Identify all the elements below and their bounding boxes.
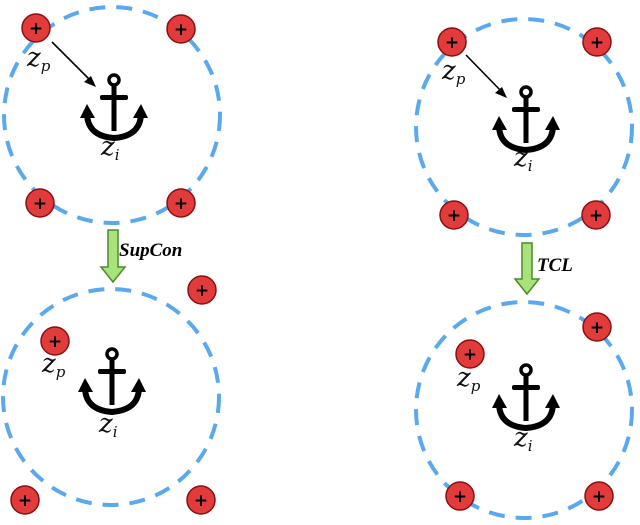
positive-charge: + (455, 339, 485, 369)
tcl-transition: TCL (513, 242, 573, 296)
pull-arrow (465, 54, 504, 94)
plus-circle-icon (455, 339, 485, 369)
positive-charge: + (439, 200, 469, 230)
supcon-transition: SupCon (99, 229, 182, 284)
anchor-label: zi (100, 132, 120, 164)
svg-text:+: + (174, 20, 188, 40)
positive-charge: + (584, 481, 614, 511)
svg-text:+: + (589, 206, 603, 226)
plus-circle-icon (186, 485, 216, 515)
pull-arrowhead (495, 87, 507, 98)
positive-charge: + (25, 188, 55, 218)
positive-label: zp (456, 363, 481, 395)
supcon-before-cluster: zi zp + + + + (2, 5, 222, 225)
svg-text:+: + (33, 194, 47, 214)
tcl-after-cluster: zi zp + + + + (414, 300, 634, 520)
plus-circle-icon (10, 485, 40, 515)
anchor-icon (492, 365, 560, 428)
positive-charge: + (166, 14, 196, 44)
svg-text:+: + (48, 332, 62, 352)
positive-charge: + (187, 275, 217, 305)
anchor-label: zi (98, 409, 118, 441)
down-arrow-icon (513, 242, 541, 296)
svg-text:+: + (174, 194, 188, 214)
anchor-icon (492, 87, 560, 150)
cluster-boundary (2, 5, 222, 225)
cluster-boundary (1, 287, 221, 507)
plus-circle-icon (40, 326, 70, 356)
svg-text:+: + (463, 345, 477, 365)
positive-label: zp (26, 43, 51, 75)
positive-charge: + (40, 326, 70, 356)
plus-circle-icon (166, 14, 196, 44)
svg-text:+: + (445, 33, 459, 53)
anchor-icon (78, 349, 146, 412)
plus-circle-icon (584, 481, 614, 511)
cluster-boundary (414, 300, 634, 520)
svg-text:+: + (29, 19, 43, 39)
positive-charge: + (166, 188, 196, 218)
tcl-before-cluster: zi zp + + + + (414, 17, 634, 237)
positive-charge: + (582, 27, 612, 57)
plus-circle-icon (445, 481, 475, 511)
positive-charge: + (21, 13, 51, 43)
plus-circle-icon (21, 13, 51, 43)
plus-circle-icon (437, 27, 467, 57)
method-label-supcon: SupCon (119, 240, 182, 261)
plus-circle-icon (582, 27, 612, 57)
plus-circle-icon (582, 312, 612, 342)
cluster-boundary (414, 17, 634, 237)
pull-arrow (51, 41, 93, 83)
positive-charge: + (437, 27, 467, 57)
svg-text:+: + (453, 487, 467, 507)
supcon-after-cluster: zi zp + + + + (1, 275, 221, 515)
anchor-label: zi (513, 143, 533, 175)
pull-arrowhead (84, 76, 96, 87)
svg-text:+: + (447, 206, 461, 226)
method-label-tcl: TCL (537, 255, 573, 276)
positive-label: zp (441, 56, 466, 88)
svg-text:+: + (195, 281, 209, 301)
down-arrow-icon (99, 229, 127, 284)
positive-charge: + (581, 200, 611, 230)
svg-text:+: + (18, 491, 32, 511)
positive-charge: + (582, 312, 612, 342)
plus-circle-icon (187, 275, 217, 305)
plus-circle-icon (581, 200, 611, 230)
positive-label: zp (41, 349, 66, 381)
svg-text:+: + (590, 33, 604, 53)
positive-charge: + (186, 485, 216, 515)
plus-circle-icon (166, 188, 196, 218)
plus-circle-icon (25, 188, 55, 218)
svg-text:+: + (194, 491, 208, 511)
plus-circle-icon (439, 200, 469, 230)
svg-text:+: + (590, 318, 604, 338)
anchor-label: zi (513, 423, 533, 455)
positive-charge: + (445, 481, 475, 511)
positive-charge: + (10, 485, 40, 515)
svg-text:+: + (592, 487, 606, 507)
